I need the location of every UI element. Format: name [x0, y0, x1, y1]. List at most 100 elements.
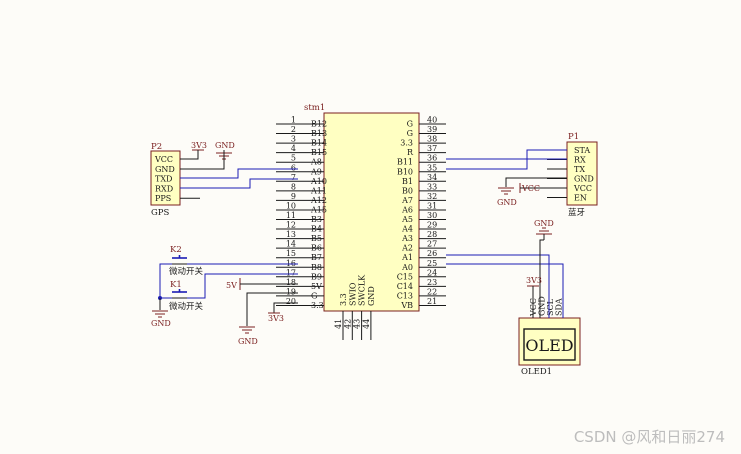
mcu-pin-name: A3 [401, 234, 413, 243]
mcu-pin-number: 10 [286, 201, 296, 210]
switch-k1-ref: K1 [170, 280, 182, 290]
mcu-pin-number: 14 [286, 240, 296, 249]
switch-k1-label: 微动开关 [169, 301, 204, 312]
oled-3v3-label: 3V3 [526, 276, 542, 285]
mcu-pin-name: C13 [397, 291, 413, 300]
bluetooth-pin-name: TX [574, 165, 585, 174]
mcu-pin-name: A2 [401, 244, 413, 253]
wire-oled-sda [446, 263, 564, 318]
switch-gnd-icon [152, 310, 168, 318]
mcu-pin-name: B13 [311, 129, 327, 138]
mcu-pin-name: B12 [311, 120, 327, 129]
gps-body [150, 150, 181, 206]
bluetooth-ref-label: P1 [568, 132, 579, 142]
mcu-pin-name: SWCLK [358, 274, 367, 306]
oled-pin-name: GND [537, 296, 546, 316]
mcu-pin-number: 20 [286, 297, 296, 306]
mcu-pin-name: 3.3 [400, 139, 413, 148]
switch-gnd-label: GND [151, 319, 171, 328]
mcu-pin-name: B5 [311, 234, 322, 243]
mcu-5v-label: 5V [226, 281, 237, 290]
mcu-pin-number: 15 [286, 249, 296, 258]
mcu-body [323, 112, 420, 312]
mcu-pin-number: 34 [427, 173, 437, 182]
mcu-pin-number: 43 [353, 319, 362, 329]
wires [159, 149, 567, 318]
power-symbols: 3V3 GND GND VCC GND 3V3 [151, 141, 567, 346]
mcu-pin-name: A1 [401, 253, 413, 262]
mcu-pin-name: GND [367, 286, 376, 306]
mcu-pin-number: 3 [291, 135, 296, 144]
mcu-pin-number: 5 [291, 154, 296, 163]
mcu-pin-number: 26 [427, 249, 437, 258]
bluetooth-pin-name: RX [574, 156, 586, 165]
mcu-pin-name: VB [400, 301, 413, 310]
mcu-pin-number: 37 [427, 144, 437, 153]
mcu-pin-number: 7 [291, 173, 296, 182]
mcu-pin-name: R [407, 148, 414, 157]
mcu-pin-name: B6 [311, 244, 322, 253]
mcu-pin-number: 31 [427, 201, 437, 210]
mcu-pin-number: 25 [427, 259, 437, 268]
mcu-pin-name: A9 [310, 167, 322, 176]
mcu-pin-number: 42 [343, 319, 352, 329]
mcu-pin-number: 16 [286, 259, 296, 268]
wire-bt-tx-a [446, 149, 567, 170]
mcu-pin-number: 22 [427, 287, 437, 296]
mcu-pin-name: B8 [311, 263, 322, 272]
bt-gnd-icon [498, 187, 514, 195]
mcu-pin-number: 19 [286, 287, 296, 296]
mcu-pin-number: 35 [427, 163, 437, 172]
mcu-pin-number: 27 [427, 240, 437, 249]
switch-k1: K1 微动开关 [169, 280, 204, 312]
bluetooth-pin-name: EN [574, 194, 587, 203]
bluetooth-name-label: 蓝牙 [568, 207, 585, 218]
mcu-pin-number: 29 [427, 221, 437, 230]
gps-pin-name: GND [155, 165, 175, 174]
switch-k2: K2 微动开关 [169, 245, 204, 277]
gps-3v3-label: 3V3 [191, 141, 207, 150]
mcu-pin-number: 38 [427, 135, 437, 144]
mcu-pin-name: 5V [311, 282, 322, 291]
mcu-pin-name: G [407, 129, 413, 138]
mcu-pin-name: C14 [397, 282, 413, 291]
wire-gps-rxd [180, 178, 298, 189]
mcu-gnd-icon [239, 326, 255, 334]
bt-vcc-label: VCC [521, 184, 540, 193]
wire-oled-scl [446, 254, 550, 318]
mcu-pin-name: B3 [311, 215, 322, 224]
oled-pin-name: SDA [554, 298, 563, 316]
mcu-pin-name: A10 [310, 177, 327, 186]
gps-name-label: GPS [151, 208, 170, 218]
oled-pins: VCCGNDSCLSDA [529, 296, 563, 317]
wire-k1-b9 [187, 273, 298, 299]
mcu-pin-name: A11 [310, 186, 327, 195]
mcu-pin-name: C15 [397, 272, 413, 281]
mcu-pin-number: 13 [286, 230, 296, 239]
mcu-pin-number: 36 [427, 154, 437, 163]
oled-gnd-icon [536, 227, 552, 235]
mcu-pin-number: 32 [427, 192, 437, 201]
mcu-pin-name: A12 [310, 196, 327, 205]
mcu-pin-name: A0 [401, 263, 413, 272]
mcu-pin-number: 28 [427, 230, 437, 239]
mcu-pin-name: B7 [311, 253, 322, 262]
mcu-pin-name: 3.3 [311, 301, 324, 310]
mcu-pin-number: 2 [291, 125, 296, 134]
oled-screen-label: OLED [525, 336, 573, 355]
mcu-pin-number: 40 [427, 116, 437, 125]
mcu-pin-number: 6 [291, 163, 296, 172]
oled-gnd-label: GND [534, 219, 554, 228]
mcu-pin-number: 12 [286, 221, 296, 230]
gps-ref-label: P2 [151, 142, 162, 152]
mcu-pin-number: 33 [427, 182, 437, 191]
wire-gps-txd [180, 168, 298, 179]
switch-k2-label: 微动开关 [169, 266, 204, 277]
bt-gnd-label: GND [497, 198, 517, 207]
gps-pin-name: VCC [154, 155, 173, 164]
